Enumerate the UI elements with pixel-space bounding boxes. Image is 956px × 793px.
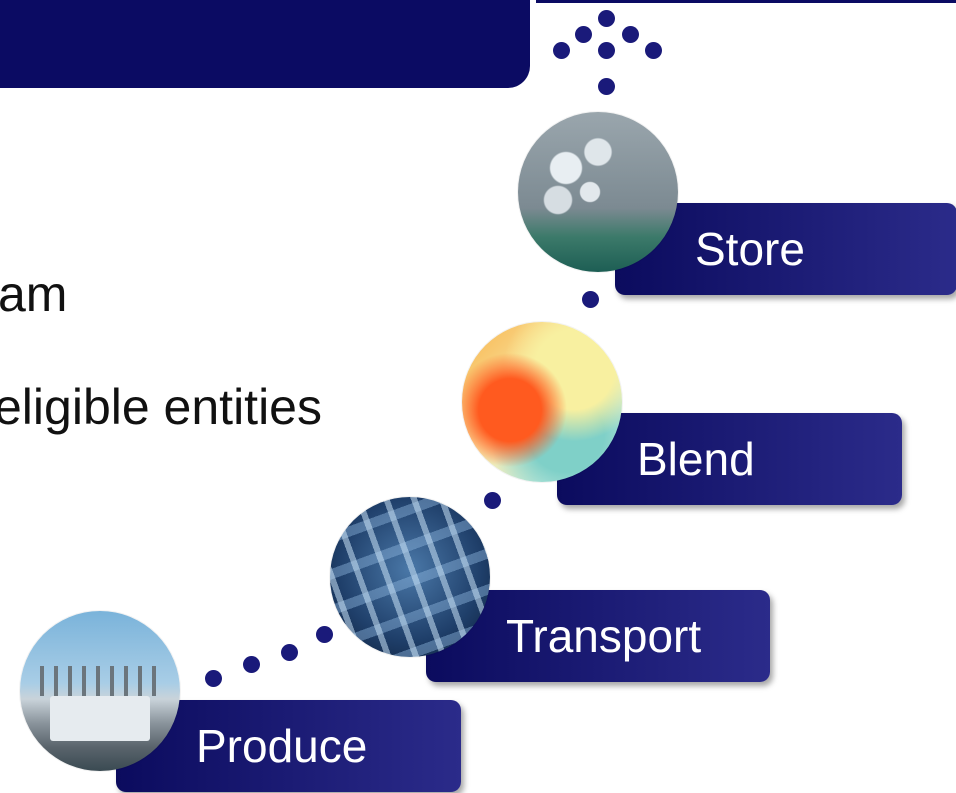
step-label: Store — [695, 223, 805, 275]
body-line-1: am — [0, 266, 68, 322]
connector-dot — [484, 492, 501, 509]
step-label: Blend — [637, 433, 755, 485]
connector-dot — [281, 644, 298, 661]
connector-dot — [243, 656, 260, 673]
connector-dot — [582, 291, 599, 308]
step-label: Transport — [506, 610, 702, 662]
connector-dot — [645, 42, 662, 59]
top-rule — [536, 0, 956, 3]
connector-dot — [598, 10, 615, 27]
blending-lab-image — [462, 322, 622, 482]
connector-dot — [205, 670, 222, 687]
connector-dot — [598, 78, 615, 95]
storage-tanks-image — [518, 112, 678, 272]
connector-dot — [553, 42, 570, 59]
refinery-image — [20, 611, 180, 771]
step-store: Store — [615, 203, 956, 295]
connector-dot — [622, 26, 639, 43]
connector-dot — [598, 42, 615, 59]
title-bar — [0, 0, 530, 88]
step-label: Produce — [196, 720, 368, 772]
connector-dot — [316, 626, 333, 643]
connector-dot — [575, 26, 592, 43]
pipeline-image — [330, 497, 490, 657]
body-line-2: eligible entities — [0, 379, 322, 435]
